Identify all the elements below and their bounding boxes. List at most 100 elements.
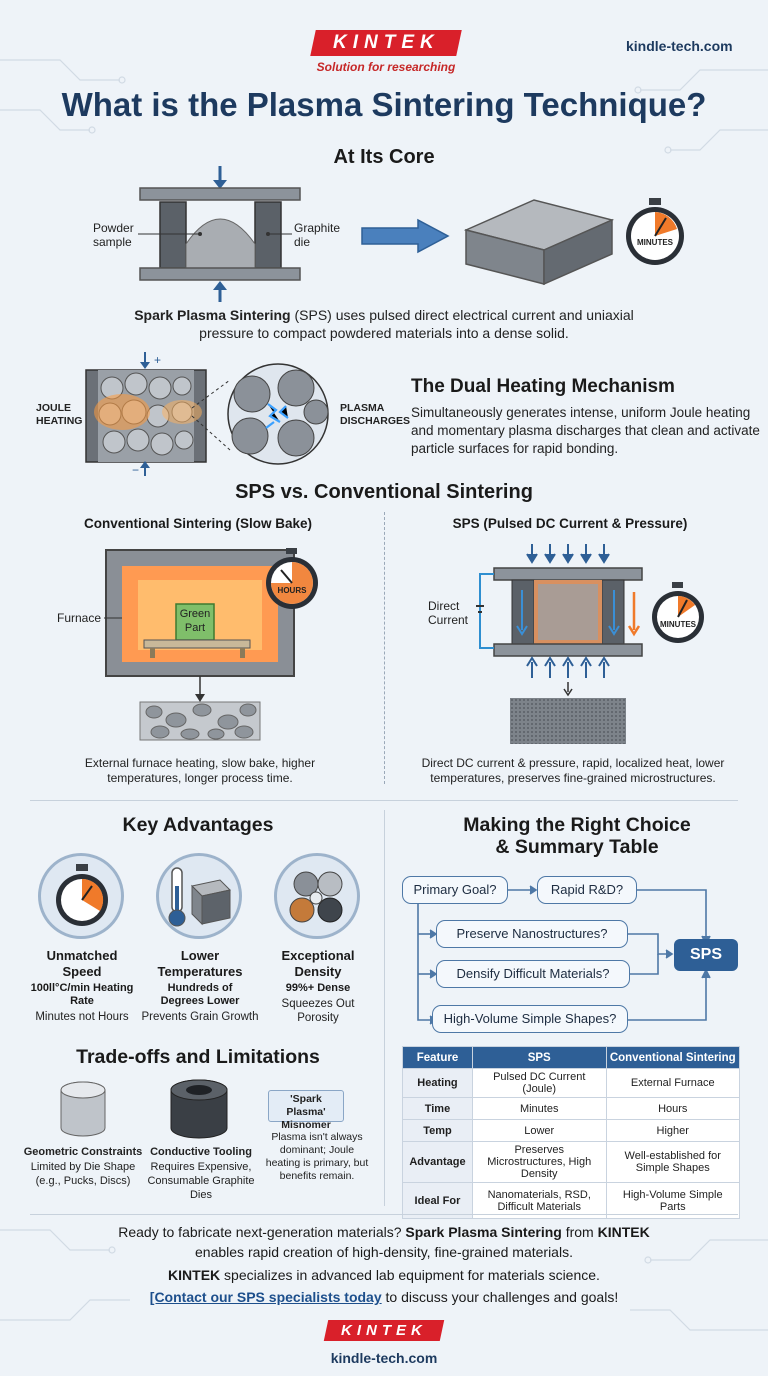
footer-line3-a: KINTEK: [168, 1267, 221, 1283]
footer-logo-text: KINTEK: [341, 1322, 427, 1339]
footer-domain-link[interactable]: kindle-tech.com: [330, 1350, 438, 1366]
section-divider: [30, 800, 738, 801]
footer-line1-d: KINTEK: [597, 1224, 650, 1240]
table-header-feature: Feature: [402, 1046, 473, 1069]
footer-line1-c: from: [561, 1224, 598, 1240]
stopwatch-icon: [626, 198, 684, 265]
sps-setup-diagram: [476, 544, 643, 744]
adv-density-note: Squeezes Out Porosity: [281, 998, 355, 1024]
footer-divider: [30, 1214, 738, 1215]
flow-rapid-rd[interactable]: Rapid R&D?: [537, 876, 637, 904]
sps-press-diagram: [138, 166, 301, 302]
adv-density-sub: 99%+ Dense: [285, 982, 351, 994]
adv-temp-title: Lower Temperatures: [157, 948, 243, 979]
plasma-discharges-label: PLASMA DISCHARGES: [340, 402, 411, 428]
conventional-title: Conventional Sintering (Slow Bake): [83, 516, 313, 531]
logo-text: KINTEK: [332, 32, 440, 53]
conventional-description: External furnace heating, slow bake, hig…: [84, 756, 316, 785]
flow-sps-result[interactable]: SPS: [674, 939, 738, 971]
table-cell: Nanomaterials, RSD, Difficult Materials: [471, 1182, 607, 1219]
footer-line1-a: Ready to fabricate next-generation mater…: [118, 1224, 406, 1240]
table-row: Temp Lower Higher: [402, 1119, 741, 1142]
furnace-label: Furnace: [57, 611, 102, 625]
joule-heating-diagram: + −: [85, 352, 329, 477]
flow-high-volume[interactable]: High-Volume Simple Shapes?: [432, 1005, 628, 1033]
green-part-label: Green Part: [179, 608, 211, 634]
tradeoff-misnomer-note: Plasma isn't always dominant; Joule heat…: [265, 1131, 369, 1183]
core-timer-label: MINUTES: [637, 238, 673, 247]
header-domain-link[interactable]: kindle-tech.com: [626, 38, 733, 54]
minutes-label: MINUTES: [660, 620, 696, 629]
misnomer-badge: [268, 1090, 344, 1122]
table-cell: Hours: [605, 1097, 741, 1120]
table-cell: Advantage: [402, 1141, 473, 1183]
footer-line-2: enables rapid creation of high-density, …: [195, 1244, 573, 1260]
table-row: Time Minutes Hours: [402, 1097, 741, 1120]
choice-heading-2: & Summary Table: [495, 836, 659, 858]
core-desc-rest: (SPS) uses pulsed direct electrical curr…: [199, 307, 634, 342]
footer-line3-b: specializes in advanced lab equipment fo…: [220, 1267, 600, 1283]
table-cell: Higher: [605, 1119, 741, 1142]
svg-text:−: −: [132, 463, 139, 477]
dual-heading: The Dual Heating Mechanism: [411, 376, 675, 397]
table-row: Heating Pulsed DC Current (Joule) Extern…: [402, 1068, 741, 1098]
footer-kintek-logo[interactable]: KINTEK: [323, 1320, 445, 1341]
tradeoff-geometric-title: Geometric Constraints: [23, 1146, 143, 1158]
adv-temp-note: Prevents Grain Growth: [141, 1011, 259, 1023]
materials-icon: [289, 871, 343, 923]
table-cell: Ideal For: [402, 1182, 473, 1219]
table-cell: Temp: [402, 1119, 473, 1142]
table-header-sps: SPS: [471, 1046, 607, 1069]
contact-specialists-link[interactable]: [Contact our SPS specialists today: [149, 1289, 382, 1305]
table-header-conventional: Conventional Sintering: [605, 1046, 741, 1069]
stopwatch-speed-icon: [56, 864, 108, 926]
tradeoff-tooling-title: Conductive Tooling: [150, 1146, 252, 1158]
footer-line-1: Ready to fabricate next-generation mater…: [20, 1223, 748, 1243]
page-title: What is the Plasma Sintering Technique?: [61, 86, 707, 123]
tradeoff-misnomer-title: 'Spark Plasma' Misnomer: [281, 1093, 331, 1132]
core-heading: At Its Core: [333, 146, 435, 168]
dual-description: Simultaneously generates intense, unifor…: [411, 405, 760, 456]
decision-flow-connectors: [417, 885, 711, 1025]
table-cell: Preserves Microstructures, High Density: [471, 1141, 607, 1183]
lower-divider: [384, 810, 385, 1206]
footer-line4-rest: to discuss your challenges and goals!: [381, 1289, 619, 1305]
joule-heating-label: JOULE HEATING: [36, 402, 83, 428]
minutes-stopwatch-icon: [652, 582, 704, 643]
flow-primary-goal[interactable]: Primary Goal?: [402, 876, 508, 904]
thermometer-icon: [168, 867, 232, 927]
tradeoffs-heading: Trade-offs and Limitations: [76, 1046, 320, 1068]
adv-density-title: Exceptional Density: [281, 948, 355, 979]
sps-title: SPS (Pulsed DC Current & Pressure): [452, 516, 688, 531]
core-description: Spark Plasma Sintering (SPS) uses pulsed…: [120, 306, 648, 343]
advantages-heading: Key Advantages: [122, 814, 274, 836]
graphite-die-icon: [170, 1079, 228, 1139]
table-cell: Lower: [471, 1119, 607, 1142]
hours-stopwatch-icon: [266, 548, 318, 609]
hours-label: HOURS: [277, 586, 307, 595]
svg-text:+: +: [154, 353, 161, 367]
table-cell: Well-established for Simple Shapes: [605, 1141, 741, 1183]
kintek-logo[interactable]: KINTEK: [310, 30, 462, 56]
sintered-block: [464, 199, 614, 286]
powder-sample-label: Powder sample: [93, 221, 134, 250]
adv-speed-note: Minutes not Hours: [35, 1011, 129, 1023]
summary-table-header: Feature SPS Conventional Sintering: [402, 1046, 741, 1069]
direct-current-label: Direct Current: [428, 599, 469, 627]
graphite-die-label: Graphite die: [294, 221, 341, 250]
footer-line-4: [Contact our SPS specialists today to di…: [20, 1288, 748, 1308]
table-row: Advantage Preserves Microstructures, Hig…: [402, 1141, 741, 1183]
core-desc-bold: Spark Plasma Sintering: [134, 307, 291, 323]
footer-line1-b: Spark Plasma Sintering: [405, 1224, 562, 1240]
flow-densify-materials[interactable]: Densify Difficult Materials?: [436, 960, 630, 988]
table-cell: Heating: [402, 1068, 473, 1098]
table-row: Ideal For Nanomaterials, RSD, Difficult …: [402, 1182, 741, 1219]
adv-temp-sub: Hundreds of Degrees Lower: [160, 982, 240, 1008]
flow-preserve-nanostructures[interactable]: Preserve Nanostructures?: [436, 920, 628, 948]
sps-description: Direct DC current & pressure, rapid, loc…: [421, 756, 725, 785]
summary-table: Feature SPS Conventional Sintering Heati…: [402, 1046, 741, 1219]
process-arrow: [361, 218, 450, 254]
table-cell: High-Volume Simple Parts: [605, 1182, 741, 1219]
table-cell: Time: [402, 1097, 473, 1120]
